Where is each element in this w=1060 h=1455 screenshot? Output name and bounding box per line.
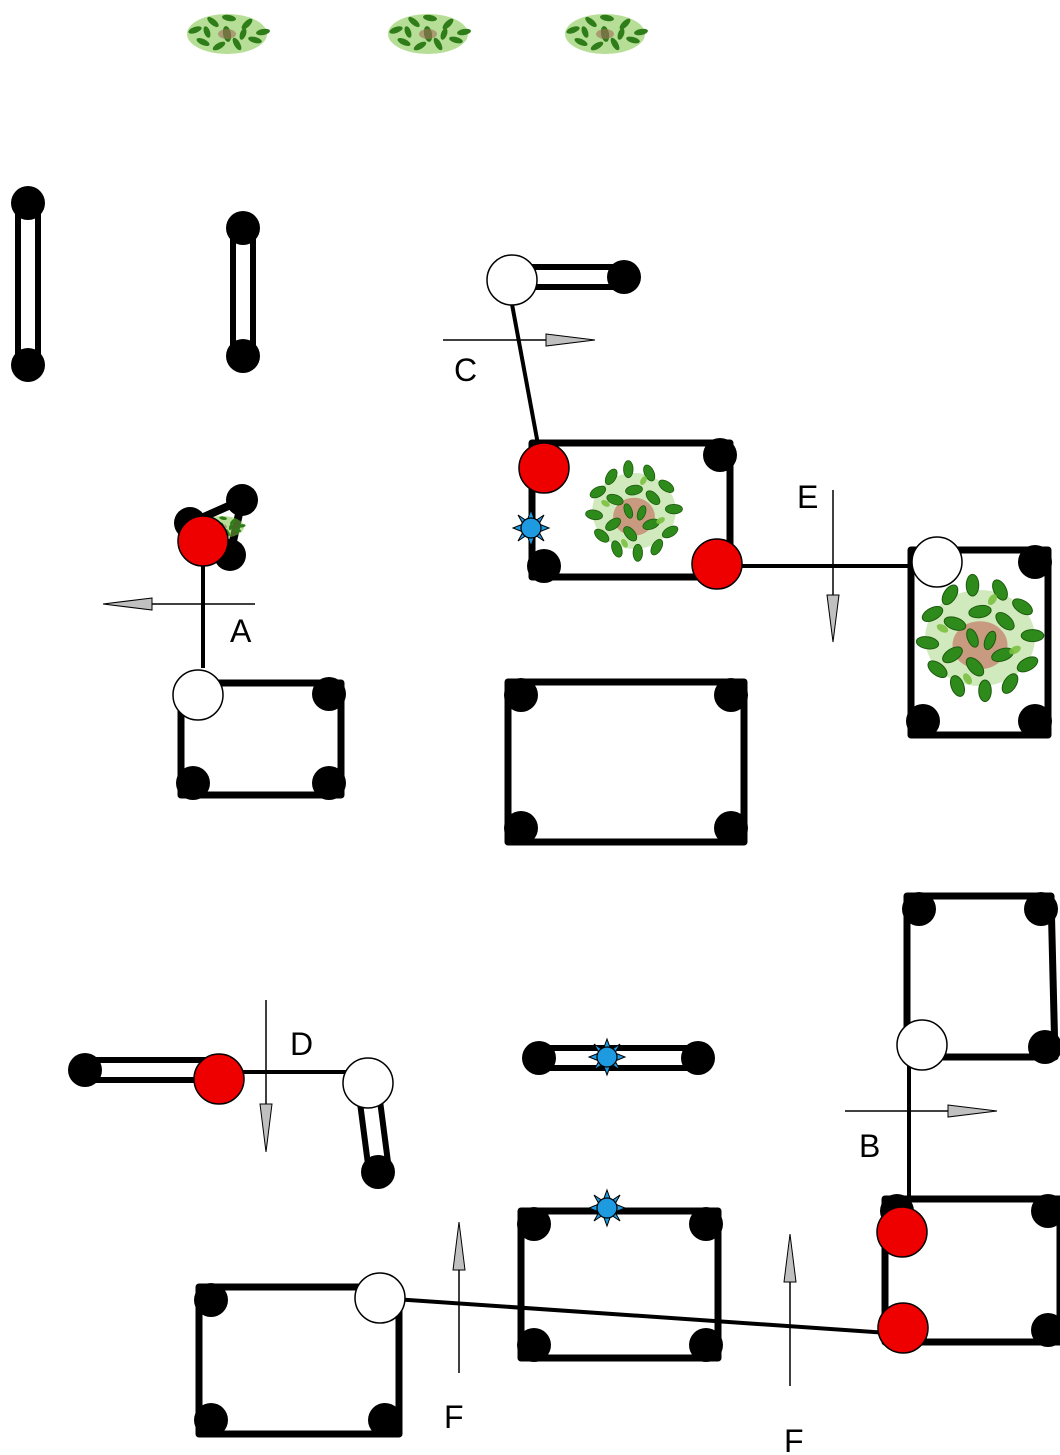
plant-icon [565,13,649,54]
sensor-icon [588,1038,626,1076]
label-e: E [797,479,818,515]
joint-white[interactable] [172,669,224,721]
label-f1: F [444,1399,464,1435]
arrow-icon [259,1000,273,1153]
joint-white[interactable] [486,254,538,306]
plant-icon [187,13,271,54]
joint-white[interactable] [354,1272,406,1324]
joint-white[interactable] [896,1019,948,1071]
link-c [507,287,544,467]
label-d: D [290,1026,313,1062]
rail-vertical-2 [226,211,260,373]
frame-center-bottom [517,1207,723,1362]
joint-red[interactable] [177,515,229,567]
joint-white[interactable] [342,1057,394,1109]
arrow-icon [443,333,596,347]
joint-white[interactable] [911,536,963,588]
arrow-icon [452,1221,466,1373]
plant-icon [388,13,472,54]
sensor-icon [512,509,550,547]
joint-red[interactable] [691,538,743,590]
sensor-icon [588,1189,626,1227]
label-b: B [859,1128,880,1164]
arrow-icon [845,1104,998,1118]
arrow-icon [826,490,840,643]
joint-red[interactable] [518,442,570,494]
frame-left-bottom [194,1283,403,1438]
plant-icon [914,573,1045,703]
joint-red[interactable] [193,1053,245,1105]
arrow-icon [783,1233,797,1386]
joint-red[interactable] [876,1206,928,1258]
joint-red[interactable] [877,1302,929,1354]
frame-left-middle [176,677,346,800]
frame-right-middle [902,892,1060,1064]
rail-horizontal-c [509,260,641,294]
label-c: C [454,352,477,388]
link-f [379,1296,904,1336]
rail-vertical-1 [11,186,45,382]
label-f2: F [784,1423,804,1455]
arrow-icon [102,597,255,611]
frame-center-middle [504,678,748,846]
plant-icon [584,460,683,562]
frame-center-top [527,438,737,583]
frame-right-top [906,545,1052,739]
label-a: A [230,613,252,649]
